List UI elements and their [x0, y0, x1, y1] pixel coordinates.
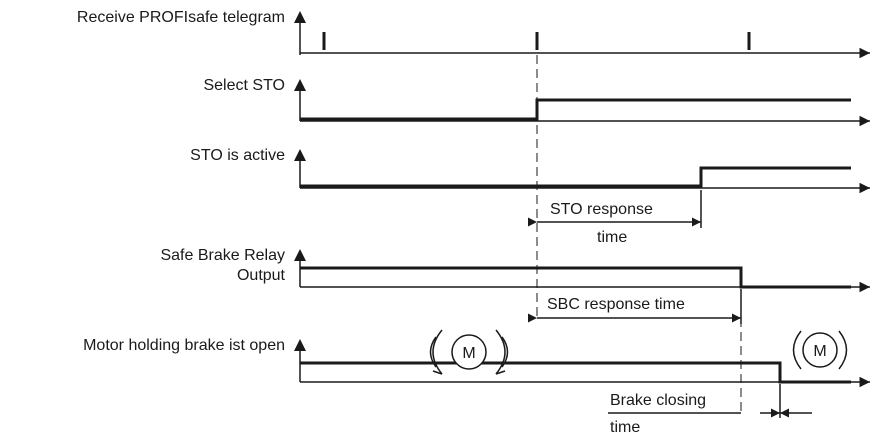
interval-sto-response: STO response time	[528, 190, 702, 246]
up-arrow-icon	[294, 79, 306, 91]
row-sto-active: STO is active	[190, 147, 870, 194]
rotation-arc	[501, 336, 509, 368]
motor-letter: M	[813, 343, 826, 360]
signal-label-safe-brake-relay: Safe Brake Relay	[160, 247, 285, 264]
motor-stopped-icon: M	[792, 330, 848, 370]
signal-label-receive-profisafe: Receive PROFIsafe telegram	[77, 9, 285, 26]
rotation-arrow-tip	[495, 370, 506, 375]
motor-holding-brake-signal	[300, 361, 851, 384]
brake-arc	[792, 330, 802, 370]
rotation-arc	[429, 336, 437, 368]
brake-closing-label: Brake closing	[610, 392, 706, 409]
select-sto-signal	[300, 98, 851, 121]
row-motor-holding-brake: Motor holding brake ist open	[83, 337, 870, 388]
motor-circle	[451, 334, 487, 370]
signal-label-select-sto: Select STO	[203, 77, 285, 94]
sto-response-label: STO response	[550, 201, 653, 218]
rotation-arc	[495, 329, 506, 375]
interval-sbc-response: SBC response time	[528, 289, 742, 324]
up-arrow-icon	[294, 149, 306, 161]
up-arrow-icon	[294, 11, 306, 23]
brake-arc	[838, 330, 848, 370]
sto-response-label-2: time	[597, 229, 627, 246]
signal-label-safe-brake-relay-2: Output	[237, 267, 286, 284]
rotation-arrow-tip	[432, 370, 443, 375]
up-arrow-icon	[294, 249, 306, 261]
signal-label-motor-holding-brake: Motor holding brake ist open	[83, 337, 285, 354]
motor-circle	[802, 332, 838, 368]
up-arrow-icon	[294, 339, 306, 351]
safe-brake-relay-signal	[300, 266, 851, 289]
row-receive-profisafe: Receive PROFIsafe telegram	[77, 9, 870, 59]
signal-label-sto-active: STO is active	[190, 147, 285, 164]
brake-closing-label-2: time	[610, 419, 640, 436]
motor-letter: M	[462, 345, 475, 362]
motor-icon: M	[429, 329, 509, 375]
sbc-response-label: SBC response time	[547, 296, 685, 313]
row-select-sto: Select STO	[203, 77, 870, 127]
sto-active-signal	[300, 166, 851, 188]
rotation-arc	[432, 329, 443, 375]
row-safe-brake-relay: Safe Brake Relay Output	[160, 247, 870, 293]
interval-brake-closing: Brake closing time	[608, 384, 812, 436]
